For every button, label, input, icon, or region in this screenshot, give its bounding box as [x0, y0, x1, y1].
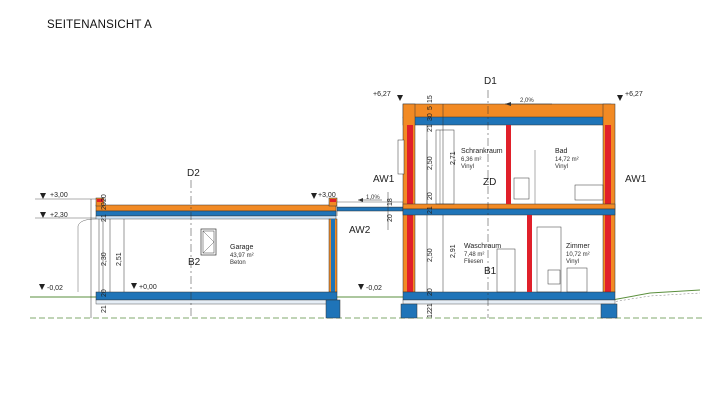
- dim-upper-2-50: 2,50: [427, 156, 434, 170]
- level-markers: [35, 95, 623, 290]
- drawing-title: SEITENANSICHT A: [47, 19, 153, 31]
- room-zimmer-area: 10,72 m²: [566, 252, 590, 258]
- dim-wall-18: 18: [387, 198, 394, 206]
- dim-garage-20-b: 20: [101, 202, 108, 210]
- slope-roof: 2,0%: [520, 98, 534, 104]
- mark-d1: D1: [484, 76, 497, 87]
- mark-d2: D2: [187, 168, 200, 179]
- garage-subbase: [95, 299, 338, 305]
- room-waschraum-area: 7,48 m²: [464, 252, 484, 258]
- house-section: [397, 103, 618, 319]
- room-schrankraum-floor: Vinyl: [461, 164, 474, 170]
- dim-upper-2-71: 2,71: [450, 151, 457, 165]
- room-waschraum-floor: Fliesen: [464, 259, 483, 265]
- dim-lower-20: 20: [427, 288, 434, 296]
- mark-aw1-right: AW1: [625, 174, 647, 185]
- garage-parapet-left-cap: [97, 199, 103, 202]
- garage-wall-right-core: [331, 219, 335, 292]
- room-zimmer-floor: Vinyl: [566, 259, 579, 265]
- garage-roof-insulation: [95, 204, 337, 212]
- dim-lower-2-50: 2,50: [427, 248, 434, 262]
- dim-garage-2-30: 2,30: [101, 252, 108, 266]
- garage-window: [200, 228, 217, 256]
- garage-section: [77, 197, 341, 319]
- room-zimmer-name: Zimmer: [566, 243, 590, 250]
- dim-garage-20-a: 20: [101, 289, 108, 297]
- dim-wall-20: 20: [387, 214, 394, 222]
- dim-garage-21-a: 21: [101, 305, 108, 313]
- room-garage-floor: Beton: [230, 260, 246, 266]
- house-mid-slab: [402, 208, 616, 216]
- slope-indicators: [358, 102, 552, 202]
- room-schrankraum-area: 6,36 m²: [461, 157, 481, 163]
- room-bad-name: Bad: [555, 148, 568, 155]
- level-garage-ceiling: +2,30: [50, 212, 68, 219]
- dim-top-15: 15: [427, 95, 434, 103]
- house-foundation-left: [400, 303, 418, 319]
- dim-top-5: 5: [427, 106, 434, 110]
- dim-garage-20-c: 20: [101, 194, 108, 202]
- room-bad-floor: Vinyl: [555, 164, 568, 170]
- level-ground-left: -0,02: [47, 285, 63, 292]
- level-ground-mid: -0,02: [366, 285, 382, 292]
- dim-upper-21: 21: [427, 206, 434, 214]
- dim-garage-21-b: 21: [101, 214, 108, 222]
- mark-aw1-left: AW1: [373, 174, 395, 185]
- mark-b1: B1: [484, 266, 497, 277]
- mark-zd: ZD: [483, 177, 496, 188]
- garage-parapet-right-cap: [330, 199, 336, 202]
- garage-roof-slab: [95, 210, 337, 217]
- level-garage-floor: +0,00: [139, 284, 157, 291]
- dimension-lines: [90, 90, 489, 318]
- slope-balcony: 1,0%: [366, 195, 380, 201]
- house-foundation-right: [600, 303, 618, 319]
- room-garage-area: 43,97 m²: [230, 253, 254, 259]
- house-floor-slab: [402, 291, 616, 301]
- garage-floor-slab: [95, 291, 338, 301]
- level-top-right: +6,27: [625, 91, 643, 98]
- partition-upper: [506, 125, 511, 204]
- mark-b2: B2: [188, 257, 201, 268]
- mark-aw2: AW2: [349, 225, 371, 236]
- house-roof-slab: [402, 116, 612, 126]
- garage-ceiling-finish: [95, 215, 337, 220]
- dim-top-30: 30: [427, 113, 434, 121]
- partition-lower: [527, 215, 532, 292]
- dim-lower-2-91: 2,91: [450, 244, 457, 258]
- house-mid-screed: [402, 203, 616, 210]
- dim-lower-21: 21: [427, 303, 434, 311]
- dim-upper-20: 20: [427, 192, 434, 200]
- room-schrankraum-name: Schrankraum: [461, 148, 503, 155]
- level-garage-roof-left: +3,00: [50, 192, 68, 199]
- dim-top-21: 21: [427, 124, 434, 132]
- dim-garage-2-51: 2,51: [116, 252, 123, 266]
- garage-foundation-right: [325, 299, 341, 319]
- room-bad-area: 14,72 m²: [555, 157, 579, 163]
- level-garage-roof-right: +3,00: [318, 192, 336, 199]
- room-garage-name: Garage: [230, 244, 253, 251]
- level-top-left: +6,27: [373, 91, 391, 98]
- house-subbase: [402, 299, 616, 305]
- dim-base-12: 12: [427, 310, 434, 318]
- house-roof-insulation: [402, 103, 612, 119]
- room-waschraum-name: Waschraum: [464, 243, 501, 250]
